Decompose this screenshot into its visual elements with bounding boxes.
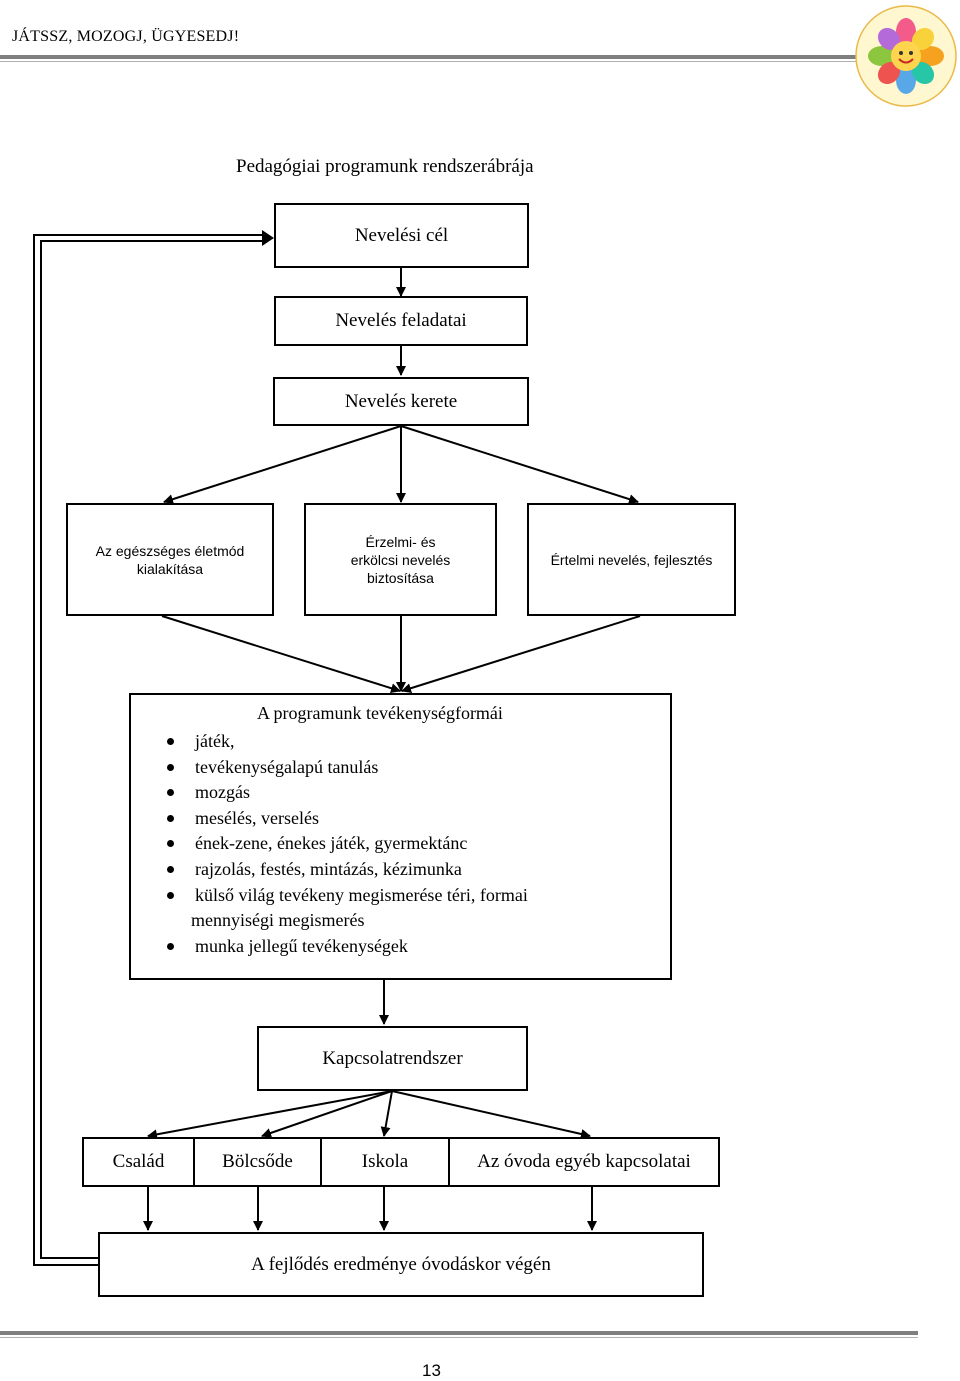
result-box: A fejlődés eredménye óvodáskor végén	[98, 1232, 704, 1297]
footer-rule-thin	[0, 1337, 918, 1338]
relation-other-label: Az óvoda egyéb kapcsolatai	[477, 1151, 691, 1172]
activity-item: mozgás	[131, 780, 528, 806]
feedback-arrowhead	[262, 230, 274, 246]
intellectual-label: Értelmi nevelés, fejlesztés	[550, 551, 713, 568]
emotional-line-1: Érzelmi- és	[365, 533, 436, 550]
activity-item-continuation: mennyiségi megismerés	[191, 910, 365, 931]
relation-family-label: Család	[112, 1151, 165, 1172]
feedback-loop-inner	[40, 240, 262, 1259]
arrow-frame-to-intellectual	[400, 425, 639, 505]
arrow-relations-to-school	[380, 1090, 393, 1137]
emotional-line-3: biztosítása	[367, 569, 434, 586]
relations-box: Kapcsolatrendszer	[257, 1026, 528, 1091]
tasks-box: Nevelés feladatai	[274, 296, 528, 346]
relations-label: Kapcsolatrendszer	[322, 1047, 463, 1069]
health-education-box: Az egészséges életmód kialakítása	[66, 503, 274, 616]
footer-rule	[0, 1331, 918, 1335]
header-title: JÁTSSZ, MOZOGJ, ÜGYESEDJ!	[12, 28, 240, 45]
activity-forms-list: játék, tevékenységalapú tanulás mozgás m…	[131, 729, 528, 959]
feedback-loop-outer	[33, 234, 262, 1266]
arrow-relations-to-other	[391, 1090, 591, 1139]
relation-nursery-label: Bölcsőde	[222, 1151, 293, 1172]
result-label: A fejlődés eredménye óvodáskor végén	[251, 1253, 551, 1275]
activity-forms-title: A programunk tevékenységformái	[257, 703, 503, 723]
relation-school-label: Iskola	[361, 1151, 409, 1172]
kindergarten-logo	[855, 5, 957, 107]
activity-item: játék,	[131, 729, 528, 755]
diagram-title: Pedagógiai programunk rendszerábrája	[236, 156, 534, 177]
arrow-frame-to-health	[163, 425, 402, 505]
header-rule-thin	[0, 61, 862, 62]
relation-family-box: Család	[82, 1137, 195, 1187]
arrow-relations-to-family	[147, 1090, 393, 1140]
frame-label: Nevelés kerete	[344, 390, 458, 412]
arrow-intellectual-to-activities	[401, 615, 641, 694]
arrow-health-to-activities	[161, 615, 401, 694]
frame-box: Nevelés kerete	[273, 377, 529, 426]
goal-label: Nevelési cél	[354, 224, 449, 246]
emotional-line-2: erkölcsi nevelés	[350, 551, 451, 568]
emotional-education-box: Érzelmi- és erkölcsi nevelés biztosítása	[304, 503, 497, 616]
header-rule	[0, 55, 862, 59]
arrow-relations-to-nursery	[261, 1090, 393, 1138]
page-number: 13	[422, 1361, 441, 1380]
activity-item: ének-zene, énekes játék, gyermektánc	[131, 831, 528, 857]
health-line-1: Az egészséges életmód	[95, 542, 245, 559]
tasks-label: Nevelés feladatai	[335, 310, 467, 331]
activity-item: külső világ tevékeny megismerése téri, f…	[131, 883, 528, 909]
activity-item: mesélés, verselés	[131, 806, 528, 832]
flower-icon	[868, 18, 944, 94]
activity-item: tevékenységalapú tanulás	[131, 755, 528, 781]
activity-forms-box: A programunk tevékenységformái játék, te…	[129, 693, 672, 980]
relation-other-box: Az óvoda egyéb kapcsolatai	[448, 1137, 720, 1187]
health-line-2: kialakítása	[136, 560, 204, 577]
activity-item: rajzolás, festés, mintázás, kézimunka	[131, 857, 528, 883]
intellectual-education-box: Értelmi nevelés, fejlesztés	[527, 503, 736, 616]
activity-item: munka jellegű tevékenységek	[131, 934, 528, 960]
goal-box: Nevelési cél	[274, 203, 529, 268]
relation-nursery-box: Bölcsőde	[193, 1137, 322, 1187]
relation-school-box: Iskola	[320, 1137, 450, 1187]
